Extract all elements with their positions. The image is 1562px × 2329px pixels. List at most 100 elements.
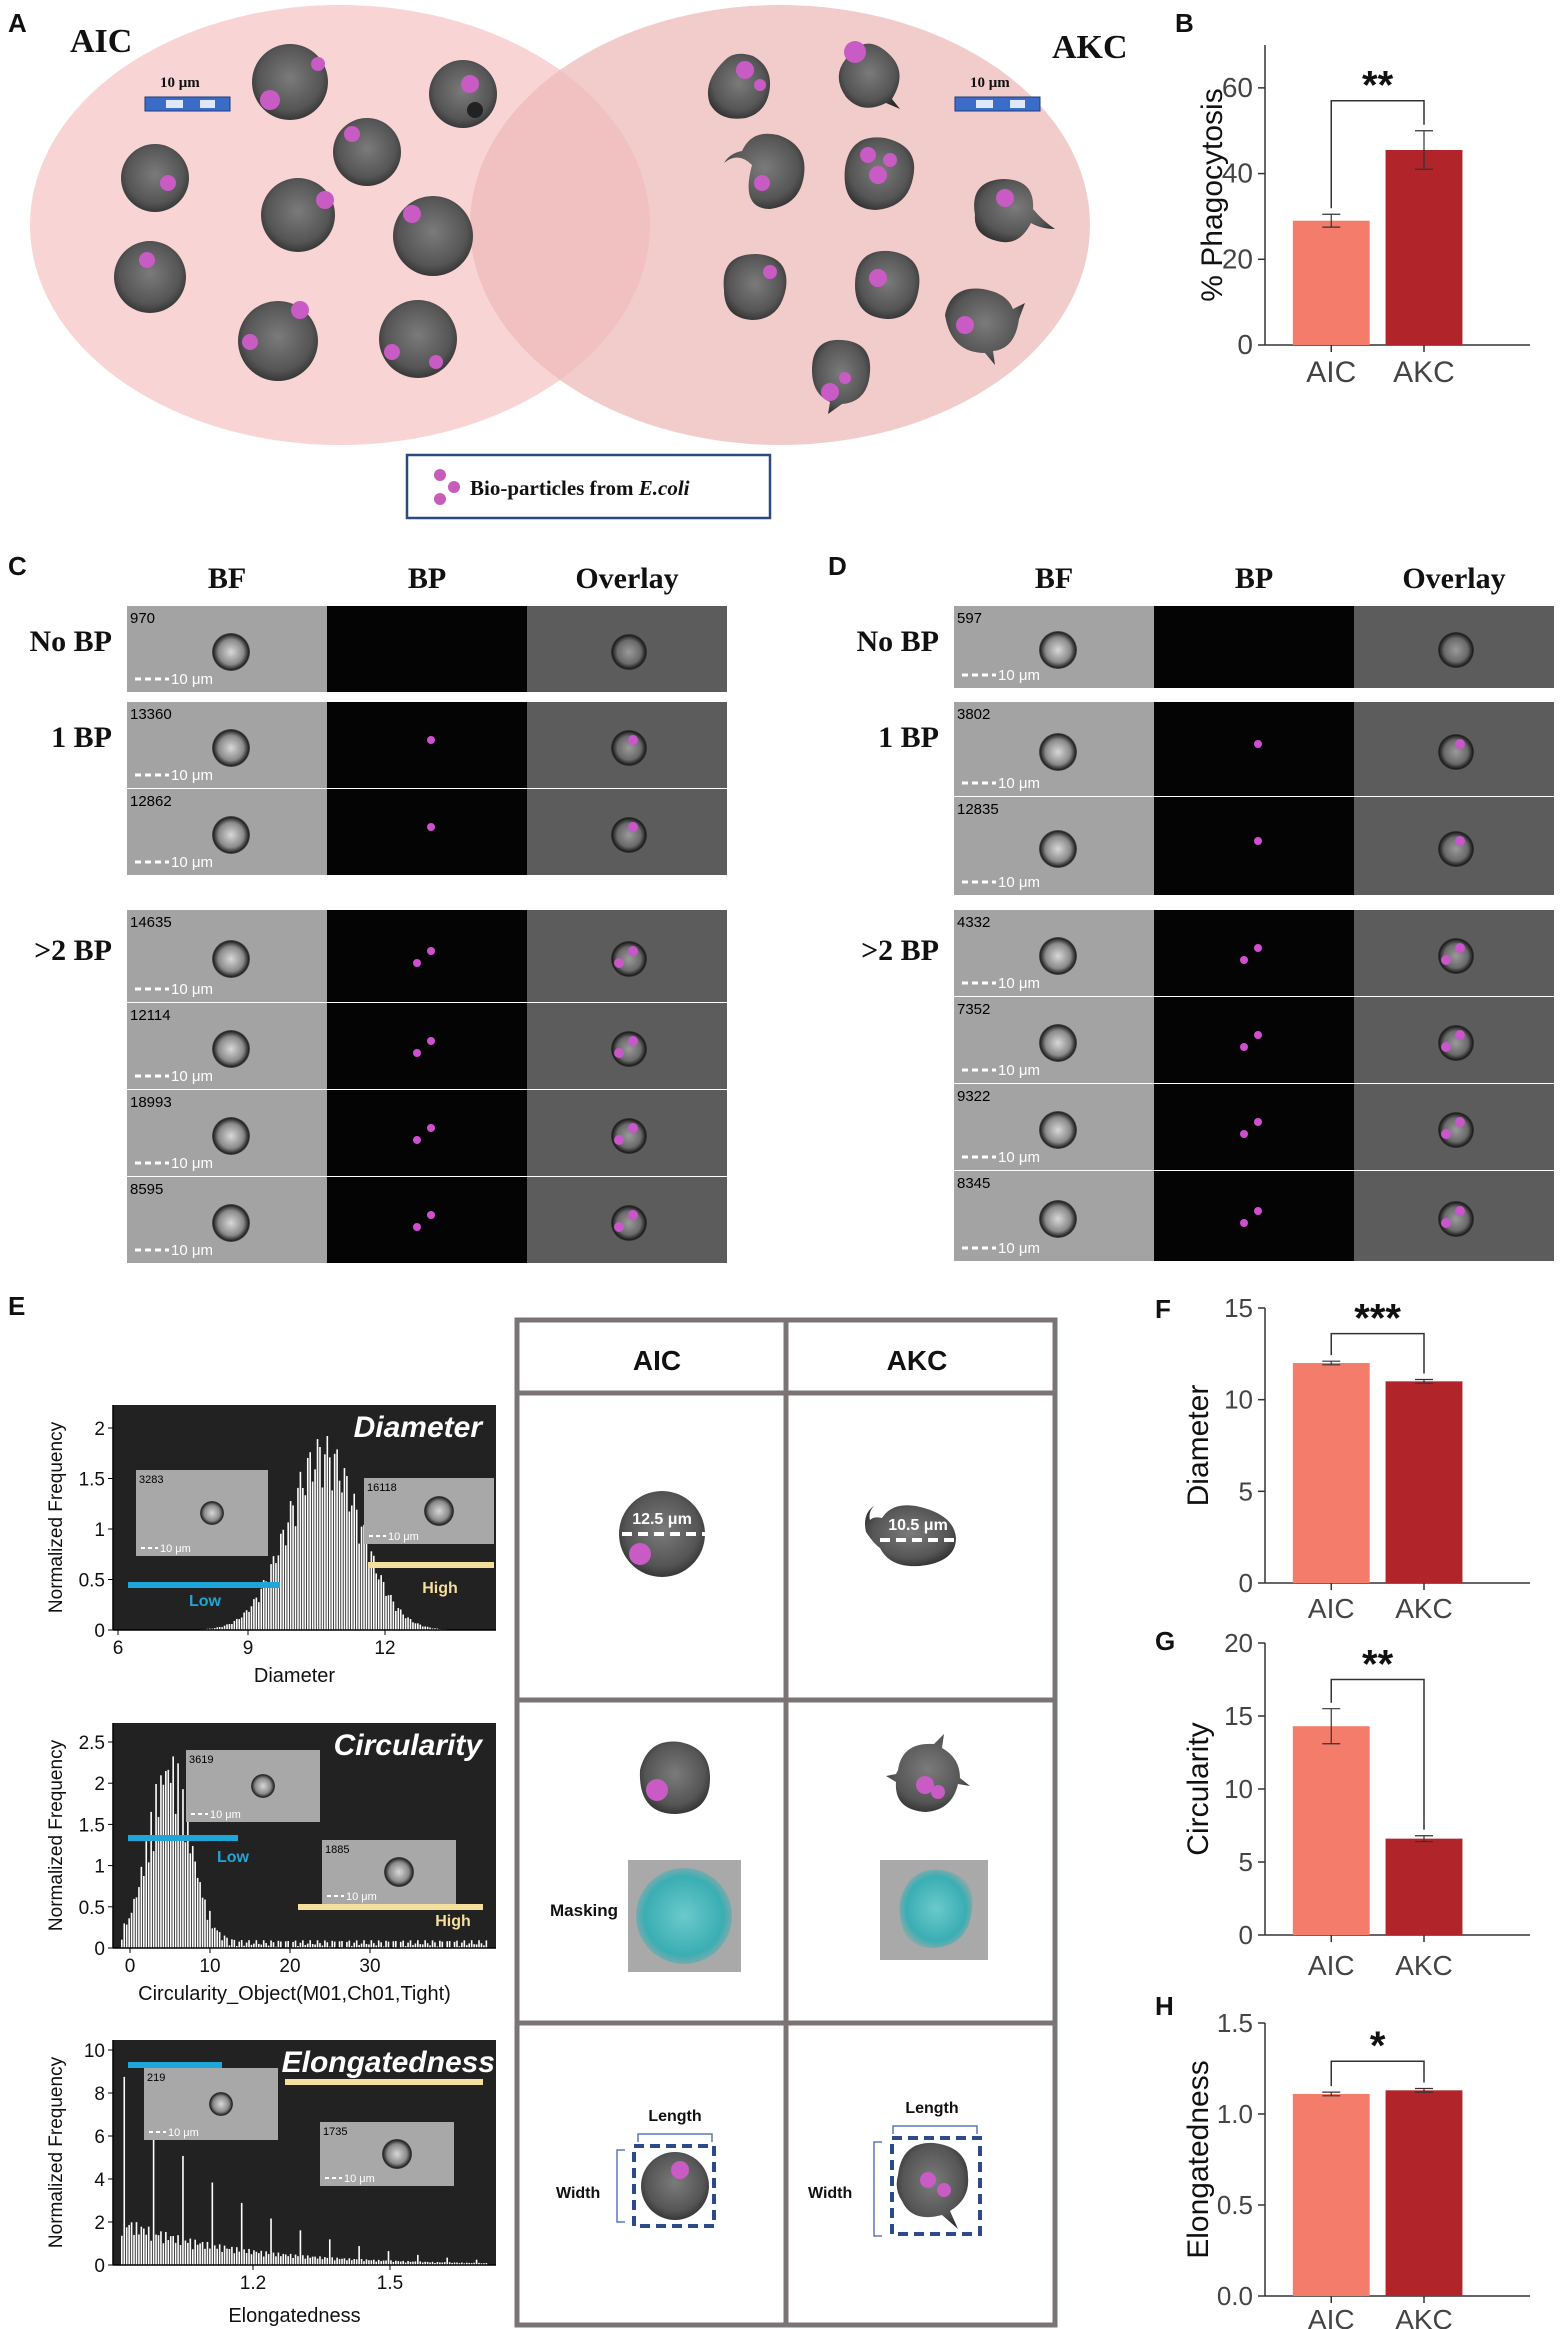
- bio-particle-dot: [1240, 956, 1248, 964]
- bar-aic: [1292, 1363, 1370, 1583]
- x-axis-label: Circularity_Object(M01,Ch01,Tight): [138, 1983, 451, 2005]
- histogram-bar: [233, 1939, 236, 1948]
- histogram-bar: [380, 2261, 382, 2265]
- cell-image: [707, 53, 771, 119]
- length-label: Length: [905, 2100, 958, 2117]
- scale-bar-akc: 10 μm: [954, 75, 1041, 112]
- histogram-bar: [326, 1942, 329, 1948]
- histogram-bar: [395, 1610, 397, 1630]
- histogram-bar: [373, 1555, 375, 1630]
- histogram-bar: [218, 1626, 221, 1630]
- histogram-bar: [128, 2224, 130, 2265]
- histogram-bar: [368, 1944, 370, 1948]
- y-tick-label: 8: [94, 2084, 105, 2105]
- y-tick-label: 0: [1237, 329, 1253, 360]
- histogram-bar: [424, 2261, 426, 2265]
- histogram-bar: [346, 2260, 348, 2265]
- histogram-bar: [248, 1940, 250, 1948]
- histogram-bar: [370, 2260, 373, 2265]
- histogram-bar: [399, 1941, 402, 1948]
- significance-bracket: [1330, 1678, 1425, 1830]
- histogram-bar: [147, 2226, 150, 2265]
- histogram-bar: [292, 1941, 294, 1948]
- akc-diameter-cell: 10.5 μm: [865, 1505, 958, 1567]
- bio-particle-dot: [1455, 1030, 1465, 1040]
- overlay-cell: [611, 730, 647, 766]
- histogram-bar: [338, 2259, 341, 2265]
- histogram-bar: [280, 1533, 282, 1630]
- histogram-bar: [333, 2260, 336, 2265]
- histogram-bar: [360, 2259, 363, 2265]
- histogram-bar: [258, 1943, 260, 1948]
- histogram-bar: [265, 1581, 267, 1630]
- histogram-bar: [321, 2259, 324, 2265]
- high-gate-label: High: [435, 1913, 471, 1930]
- histogram-bar: [414, 2261, 417, 2265]
- histogram-bar: [209, 2248, 211, 2265]
- bio-particle-dot: [628, 1123, 638, 1133]
- histogram-bar: [189, 1853, 192, 1948]
- histogram-bar: [382, 2260, 385, 2265]
- histogram-bar: [375, 1945, 378, 1948]
- significance-bracket: [1330, 1332, 1425, 1374]
- bio-particle-dot: [427, 1211, 435, 1219]
- histogram-bar: [184, 1842, 187, 1948]
- histogram-bar: [485, 1940, 488, 1948]
- bf-cell: [1039, 1200, 1077, 1238]
- histogram-bar: [370, 1940, 373, 1948]
- histogram-bar: [260, 1588, 263, 1630]
- bar-akc: [1385, 1381, 1463, 1583]
- bar-akc: [1385, 2090, 1463, 2296]
- histogram-bar: [385, 1940, 387, 1948]
- histogram-bar: [387, 2251, 390, 2265]
- histogram-bar: [228, 1624, 231, 1630]
- histogram-bar: [404, 1946, 407, 1948]
- histogram-bar: [314, 1944, 316, 1948]
- bio-particle-dot: [1254, 944, 1262, 952]
- image-id: 13360: [130, 706, 172, 723]
- histogram-bar: [456, 1940, 458, 1948]
- histogram-bar: [375, 2261, 378, 2265]
- akc-masking-cell: [880, 1734, 988, 1960]
- bp-image: [327, 1090, 527, 1176]
- histogram-bar: [143, 1875, 145, 1948]
- histogram-bar: [297, 1946, 299, 1948]
- column-header: BF: [208, 562, 246, 595]
- histogram-bar: [157, 1816, 160, 1948]
- x-tick-label: 30: [359, 1956, 380, 1977]
- histogram-bar: [216, 1930, 219, 1948]
- histogram-bar: [121, 2235, 123, 2265]
- histogram-bar: [226, 1937, 228, 1948]
- bio-particle-dot: [413, 1136, 421, 1144]
- scale-bar-label: 10 μm: [998, 975, 1040, 992]
- histogram-bar: [328, 2239, 331, 2265]
- bar-akc: [1385, 1838, 1463, 1935]
- bio-particle-dot: [628, 1036, 638, 1046]
- histogram-bar: [294, 1940, 297, 1948]
- histogram-bar: [309, 2257, 311, 2265]
- histogram-bar: [221, 1627, 223, 1630]
- y-tick-label: 20: [1222, 243, 1253, 274]
- bar-aic: [1292, 220, 1370, 345]
- cell-image: [261, 178, 335, 252]
- histogram-bar: [417, 1940, 419, 1948]
- morphology-table: AIC AKC 12.5 μm 10.5 μm Masking: [514, 1317, 1058, 2328]
- bf-cell: [1039, 631, 1077, 669]
- histogram-bar: [453, 2262, 456, 2265]
- bio-particle-dot: [1441, 1042, 1451, 1052]
- histogram-bar: [368, 2260, 370, 2265]
- bf-cell: [1039, 1111, 1077, 1149]
- histogram-bar: [355, 1940, 358, 1948]
- histogram-bar: [341, 2258, 343, 2265]
- y-tick-label: 10: [1224, 1774, 1253, 1804]
- column-header: BP: [1235, 562, 1273, 595]
- scale-bar-label: 10 μm: [998, 1062, 1040, 1079]
- bio-particle-dot: [427, 1124, 435, 1132]
- histogram-bar: [478, 1940, 480, 1948]
- image-id: 18993: [130, 1094, 172, 1111]
- histogram-bar: [204, 2248, 206, 2265]
- histogram-bar: [138, 1887, 140, 1948]
- histogram-bar: [348, 1940, 351, 1948]
